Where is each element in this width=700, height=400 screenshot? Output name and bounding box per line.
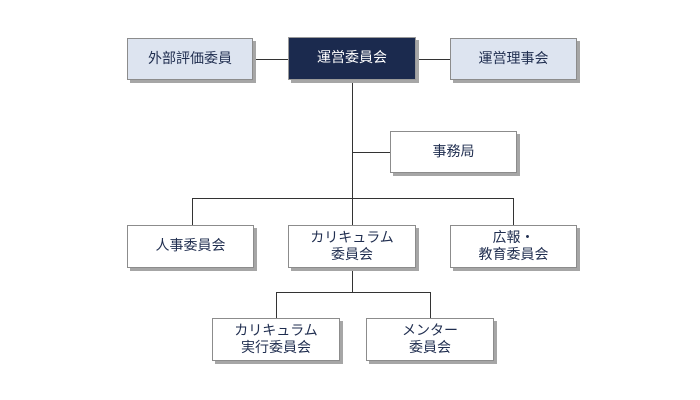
connector-subcommittees-bar (276, 292, 430, 293)
node-curriculum-committee: カリキュラム 委員会 (288, 225, 416, 268)
node-mentor-committee: メンター 委員会 (366, 318, 494, 361)
node-label: カリキュラム 委員会 (310, 229, 394, 263)
node-label: 運営委員会 (317, 50, 387, 66)
node-curriculum-execution-committee: カリキュラム 実行委員会 (212, 318, 340, 361)
node-label: 運営理事会 (478, 50, 549, 67)
connector-curriculum-trunk (352, 268, 353, 292)
node-label: カリキュラム 実行委員会 (234, 322, 318, 356)
connector-steering-to-board (416, 59, 450, 60)
connector-external-to-steering (253, 59, 288, 60)
connector-to-mentor (430, 292, 431, 318)
connector-to-personnel (192, 198, 193, 225)
node-label: 事務局 (432, 143, 475, 160)
node-pr-education-committee: 広報・ 教育委員会 (450, 225, 577, 268)
connector-to-pr-education (513, 198, 514, 225)
node-label: 広報・ 教育委員会 (478, 229, 549, 263)
node-personnel-committee: 人事委員会 (127, 225, 254, 268)
node-board-of-directors: 運営理事会 (450, 38, 577, 80)
connector-committees-bar (192, 198, 514, 199)
connector-to-secretariat (352, 152, 390, 153)
node-secretariat: 事務局 (390, 131, 517, 173)
node-label: メンター 委員会 (402, 322, 458, 356)
connector-to-curriculum-exec (276, 292, 277, 318)
node-steering-committee: 運営委員会 (288, 37, 416, 80)
node-label: 人事委員会 (155, 238, 226, 254)
node-label: 外部評価委員 (148, 50, 232, 67)
node-external-evaluation-committee: 外部評価委員 (127, 38, 253, 80)
